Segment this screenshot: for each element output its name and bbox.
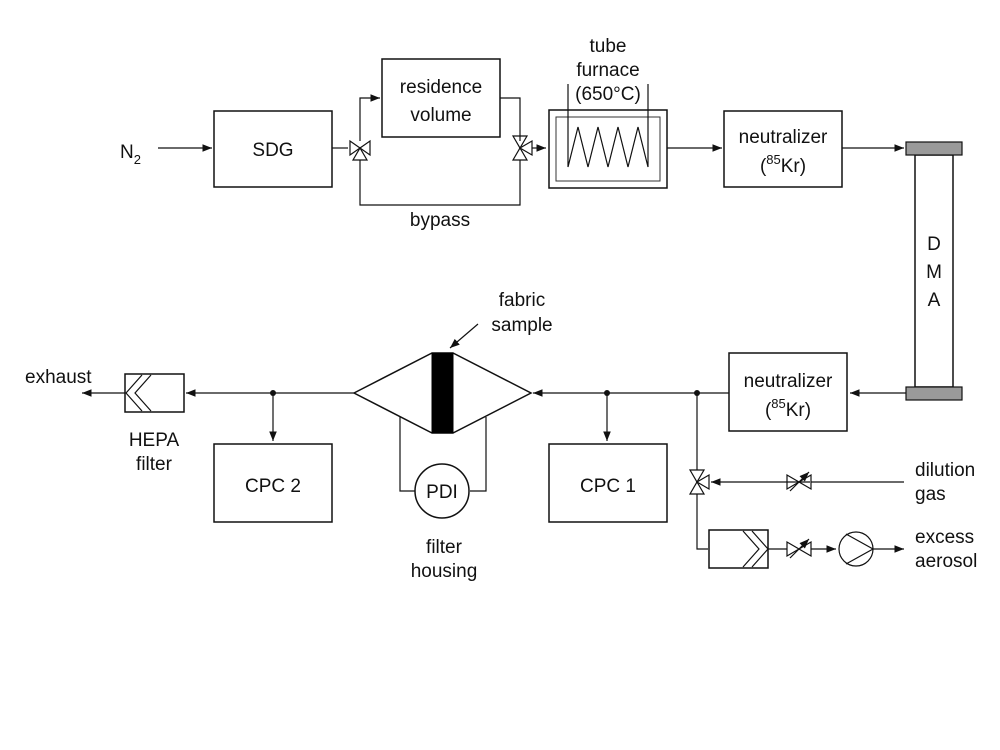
cpc2-box: CPC 2 <box>213 443 333 523</box>
neutralizer-bottom-label-2: (85Kr) <box>765 396 811 421</box>
cpc1-label: CPC 1 <box>580 476 636 497</box>
excess-label-1: excess <box>915 527 974 548</box>
hepa-label-1: HEPA <box>129 430 180 451</box>
pdi-label: PDI <box>426 482 458 503</box>
pump-icon <box>838 531 875 567</box>
filter-housing <box>352 352 533 434</box>
tube-furnace-box <box>548 84 668 189</box>
tube-label-2: furnace <box>576 60 639 81</box>
dilution-label-1: dilution <box>915 460 975 481</box>
three-way-valve-dilution <box>688 469 710 495</box>
fabric-label-1: fabric <box>499 290 545 311</box>
tube-label-1: tube <box>590 36 627 57</box>
residence-outlet-line <box>500 97 521 141</box>
neutralizer-top-label-1: neutralizer <box>739 127 828 148</box>
bypass-line <box>359 160 521 206</box>
n2-label: N2 <box>120 142 141 167</box>
neutralizer-bottom-label-1: neutralizer <box>744 371 833 392</box>
pdi-gauge: PDI <box>414 463 470 519</box>
dma-label-a: A <box>928 290 941 311</box>
cpc1-box: CPC 1 <box>548 443 668 523</box>
neutralizer-top-label-2: (85Kr) <box>760 152 806 177</box>
filter-housing-label-1: filter <box>426 537 463 558</box>
three-way-valve-right <box>511 135 533 161</box>
hepa-label-2: filter <box>136 454 173 475</box>
residence-label-2: volume <box>410 105 471 126</box>
dma-column: D M A <box>905 141 963 401</box>
fabric-sample <box>431 352 454 434</box>
excess-line <box>696 494 708 550</box>
exhaust-label: exhaust <box>25 367 92 388</box>
to-residence-line <box>359 94 380 141</box>
sdg-box: SDG <box>213 110 333 188</box>
residence-label-1: residence <box>400 77 482 98</box>
fabric-pointer-arrow <box>449 323 479 349</box>
three-way-valve-left <box>349 139 371 161</box>
filter-housing-label-2: housing <box>411 561 478 582</box>
sdg-label: SDG <box>252 140 293 161</box>
dilution-label-2: gas <box>915 484 946 505</box>
dma-label-m: M <box>926 262 942 283</box>
fabric-label-2: sample <box>491 315 552 336</box>
heating-coil <box>567 84 649 168</box>
tube-label-3: (650°C) <box>575 84 641 105</box>
residence-volume-box: residence volume <box>381 58 501 138</box>
pdi-lines <box>399 417 487 492</box>
excess-needle-valve <box>786 538 812 559</box>
cpc2-label: CPC 2 <box>245 476 301 497</box>
neutralizer-top-box: neutralizer (85Kr) <box>723 110 843 188</box>
excess-filter <box>708 529 769 569</box>
neutralizer-bottom-box: neutralizer (85Kr) <box>728 352 848 432</box>
bypass-label: bypass <box>410 210 470 231</box>
dma-label-d: D <box>927 234 941 255</box>
excess-label-2: aerosol <box>915 551 977 572</box>
hepa-filter <box>124 373 185 413</box>
